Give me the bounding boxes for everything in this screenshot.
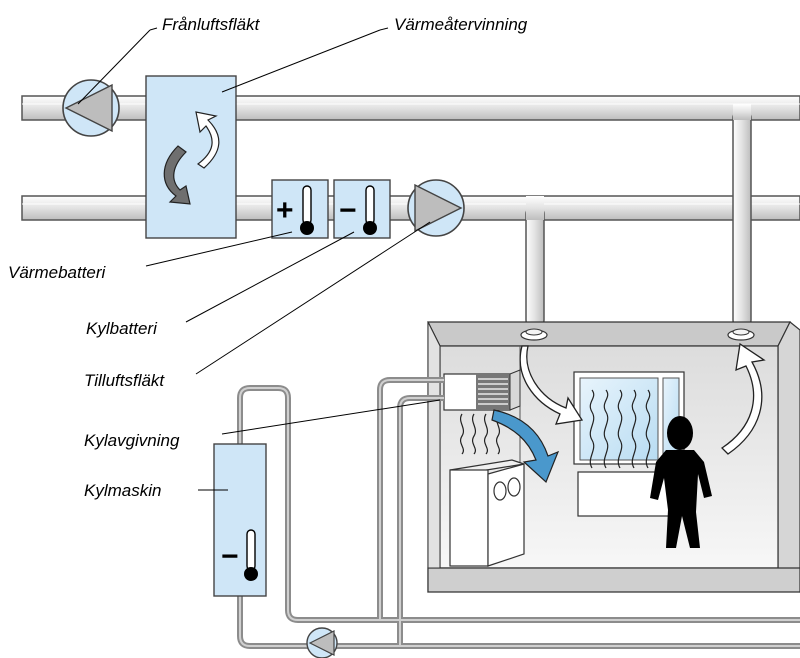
label-supply-fan: Tilluftsfläkt (84, 371, 165, 390)
chiller-minus-symbol: − (221, 540, 239, 573)
exhaust-fan (62, 79, 120, 137)
label-exhaust-fan: Frånluftsfläkt (162, 15, 261, 34)
computer-cabinet (449, 459, 525, 567)
exhaust-air-arrow (720, 342, 766, 455)
label-chiller: Kylmaskin (84, 481, 161, 500)
leader-lines (77, 27, 441, 491)
supply-diffuser (520, 328, 548, 341)
heat-recovery-unit (145, 75, 237, 239)
cool-air-arrow (491, 409, 560, 484)
supply-air-arrow (519, 345, 584, 425)
cooling-pipes-highlight (239, 379, 800, 647)
label-cooling-coil: Kylbatteri (86, 319, 158, 338)
window (573, 371, 685, 465)
circulation-pump (306, 627, 338, 658)
exhaust-duct (21, 95, 800, 121)
wall-cooling-unit (443, 369, 521, 411)
label-cooling-emitter: Kylavgivning (84, 431, 180, 450)
exhaust-diffuser (727, 328, 755, 341)
cooling-coil: − (333, 179, 391, 239)
supply-riser-duct (525, 196, 545, 329)
heat-waves (589, 389, 651, 469)
heating-plus-symbol: + (276, 194, 294, 227)
chiller-unit: − (213, 443, 267, 597)
label-heat-recovery: Värmeåtervinning (394, 15, 528, 34)
exhaust-riser-duct (732, 104, 752, 329)
label-heating-coil: Värmebatteri (8, 263, 107, 282)
heating-coil: + (271, 179, 329, 239)
person-silhouette (650, 416, 712, 548)
supply-fan (407, 179, 465, 237)
cooling-minus-symbol: − (339, 194, 357, 227)
